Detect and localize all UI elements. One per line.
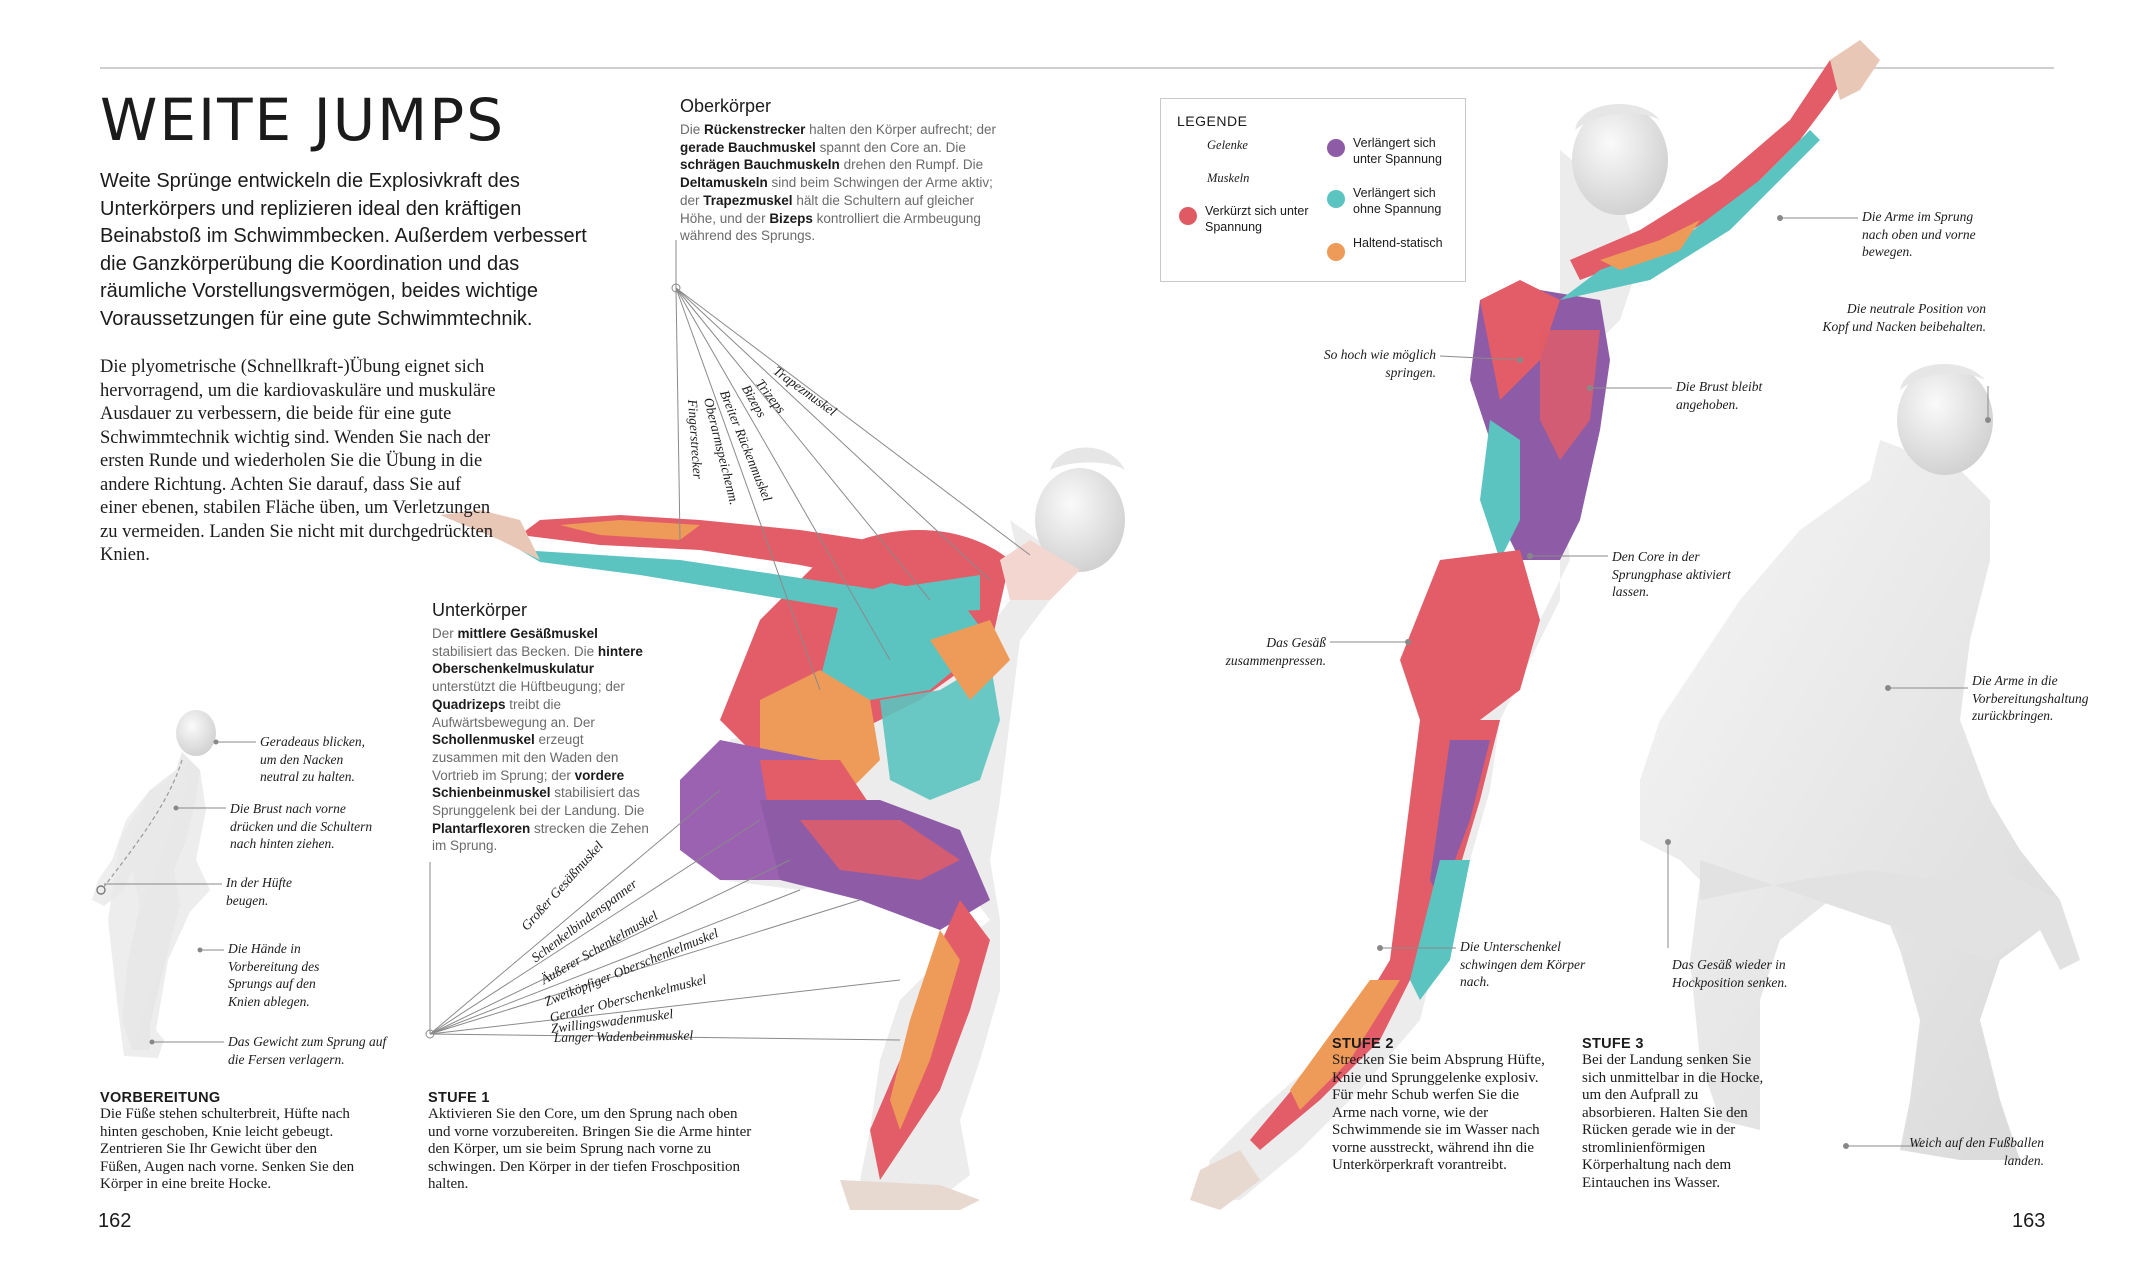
- prep-note-hands: Die Hände in Vorbereitung des Sprungs au…: [228, 941, 320, 1009]
- upper-body-text: Die Rückenstrecker halten den Körper auf…: [680, 121, 1000, 245]
- legend-dot-lengthened-tension: [1327, 139, 1345, 157]
- lower-body-text-run: stabilisiert das Sprunggelenk bei der La…: [432, 785, 645, 819]
- upper-body-text-run: Deltamuskeln: [680, 175, 768, 191]
- step-3-text: Bei der Landung senken Sie sich unmittel…: [1582, 1052, 1764, 1191]
- legend-muskeln: Muskeln: [1207, 171, 1250, 185]
- step-1: STUFE 1 Aktivieren Sie den Core, um den …: [428, 1090, 758, 1194]
- upper-body-text-run: Die: [680, 122, 705, 137]
- upper-body-text-run: halten den Körper aufrecht; der: [805, 122, 996, 137]
- stage3-note-glutes: Das Gesäß wieder in Hockposition senken.: [1672, 957, 1788, 990]
- step-prep-text: Die Füße stehen schulterbreit, Hüfte nac…: [100, 1106, 355, 1192]
- legend-dot-lengthened-no-tension: [1327, 190, 1345, 208]
- lower-body-text-run: Schollenmuskel: [432, 732, 535, 748]
- step-2-text: Strecken Sie beim Absprung Hüfte, Knie u…: [1332, 1052, 1545, 1173]
- muscle-label-langer-wadenbeinmuskel: Langer Wadenbeinmuskel: [553, 1027, 694, 1046]
- step-2-heading: STUFE 2: [1332, 1036, 1394, 1052]
- stage2-leaders: [1330, 215, 1858, 951]
- prep-figure: [92, 710, 256, 1058]
- lower-body-block: Unterkörper Der mittlere Gesäßmuskel sta…: [432, 600, 652, 855]
- lower-body-text-run: Quadrizeps: [432, 696, 506, 712]
- stage1-figure: [440, 447, 1125, 1210]
- step-2: STUFE 2 Strecken Sie beim Absprung Hüfte…: [1332, 1036, 1547, 1175]
- lower-body-text-run: stabilisiert das Becken. Die: [432, 643, 598, 659]
- page-number-right: 163: [2012, 1210, 2046, 1232]
- page-number-left: 162: [98, 1210, 132, 1232]
- lower-body-text-run: vordere Schienbeinmuskel: [432, 767, 625, 801]
- stage2-note-arms: Die Arme im Sprung nach oben und vorne b…: [1862, 209, 1976, 259]
- lower-body-text-run: erzeugt zusammen mit den Waden den Vortr…: [432, 732, 619, 783]
- upper-body-text-run: gerade Bauchmuskel: [680, 139, 816, 155]
- lower-body-text-run: strecken die Zehen im Sprung.: [432, 820, 649, 854]
- upper-body-heading: Oberkörper: [680, 96, 772, 116]
- intro-text: Weite Sprünge entwickeln die Explosivkra…: [100, 170, 587, 330]
- lower-body-text-run: Plantarflexoren: [432, 820, 531, 836]
- lower-body-text-run: Der: [432, 626, 458, 641]
- step-1-heading: STUFE 1: [428, 1090, 490, 1106]
- legend-lengthened-tension: Verlängert sich unter Spannung: [1353, 136, 1442, 166]
- step-prep-heading: VORBEREITUNG: [100, 1090, 221, 1106]
- step-3-heading: STUFE 3: [1582, 1036, 1644, 1052]
- stage2-note-legs: Die Unterschenkel schwingen dem Körper n…: [1460, 939, 1586, 989]
- legend-box: LEGENDE Gelenke Muskeln Verkürzt sich un…: [1160, 98, 1466, 282]
- legend-title: LEGENDE: [1177, 113, 1248, 129]
- stage3-leaders: [1665, 386, 1991, 1149]
- page-title: WEITE JUMPS: [100, 86, 506, 154]
- step-1-text: Aktivieren Sie den Core, um den Sprung n…: [428, 1106, 752, 1192]
- step-3: STUFE 3 Bei der Landung senken Sie sich …: [1582, 1036, 1772, 1192]
- upper-body-text-run: spannt den Core an. Die: [815, 139, 966, 155]
- stage3-note-feet: Weich auf den Fußballen landen.: [1909, 1135, 2044, 1168]
- upper-body-text-run: kontrolliert die Armbeugung während des …: [680, 210, 981, 244]
- lower-body-text-run: unterstützt die Hüftbeugung; der: [432, 679, 625, 695]
- lower-body-text: Der mittlere Gesäßmuskel stabilisiert da…: [432, 625, 652, 855]
- stage2-note-glutes: Das Gesäß zusammenpressen.: [1225, 635, 1326, 668]
- stage2-note-high: So hoch wie möglich springen.: [1323, 347, 1436, 380]
- stage3-note-arms: Die Arme in die Vorbereitungshaltung zur…: [1972, 673, 2089, 723]
- upper-body-text-run: Trapezmuskel: [703, 192, 793, 208]
- prep-note-hip: In der Hüfte beugen.: [226, 875, 292, 908]
- upper-body-text-run: drehen den Rumpf. Die: [839, 157, 984, 173]
- legend-dot-static: [1327, 243, 1345, 261]
- stage2-figure: [1190, 40, 1880, 1210]
- lower-body-text-run: treibt die Aufwärtsbewegung an. Der: [432, 696, 595, 730]
- lower-body-text-run: hintere Oberschenkelmuskulatur: [432, 643, 643, 677]
- stage2-note-chest: Die Brust bleibt angehoben.: [1676, 379, 1763, 412]
- legend-lengthened-no-tension: Verlängert sich ohne Spannung: [1353, 186, 1442, 216]
- upper-body-block: Oberkörper Die Rückenstrecker halten den…: [680, 96, 1000, 245]
- legend-static: Haltend-statisch: [1353, 236, 1443, 250]
- upper-body-text-run: schrägen Bauchmuskeln: [680, 157, 840, 173]
- lower-body-heading: Unterkörper: [432, 600, 528, 620]
- upper-body-text-run: hält die Schultern auf gleicher Höhe, un…: [680, 192, 975, 226]
- top-rule: [100, 67, 2054, 69]
- upper-body-text-run: Rückenstrecker: [704, 122, 806, 137]
- stage3-figure: [1640, 363, 2080, 1160]
- prep-note-weight: Das Gewicht zum Sprung auf die Fersen ve…: [228, 1034, 387, 1067]
- prep-note-chest: Die Brust nach vorne drücken und die Sch…: [230, 801, 373, 851]
- legend-gelenke: Gelenke: [1207, 138, 1248, 152]
- body-text: Die plyometrische (Schnellkraft-)Übung e…: [100, 357, 496, 565]
- legend-shortened: Verkürzt sich unter Spannung: [1205, 204, 1309, 234]
- legend-dot-shortened: [1179, 207, 1197, 225]
- upper-leader-lines: [671, 240, 1031, 691]
- stage3-note-head: Die neutrale Position von Kopf und Nacke…: [1822, 301, 1986, 334]
- lower-body-text-run: mittlere Gesäßmuskel: [457, 626, 598, 641]
- stage2-note-core: Den Core in der Sprungphase aktiviert la…: [1612, 549, 1731, 599]
- lower-leader-lines: [425, 789, 901, 1041]
- step-prep: VORBEREITUNG Die Füße stehen schulterbre…: [100, 1090, 355, 1194]
- upper-body-text-run: Bizeps: [769, 210, 813, 226]
- upper-body-text-run: sind beim Schwingen der Arme aktiv; der: [680, 175, 993, 208]
- prep-note-head: Geradeaus blicken, um den Nacken neutral…: [260, 734, 365, 784]
